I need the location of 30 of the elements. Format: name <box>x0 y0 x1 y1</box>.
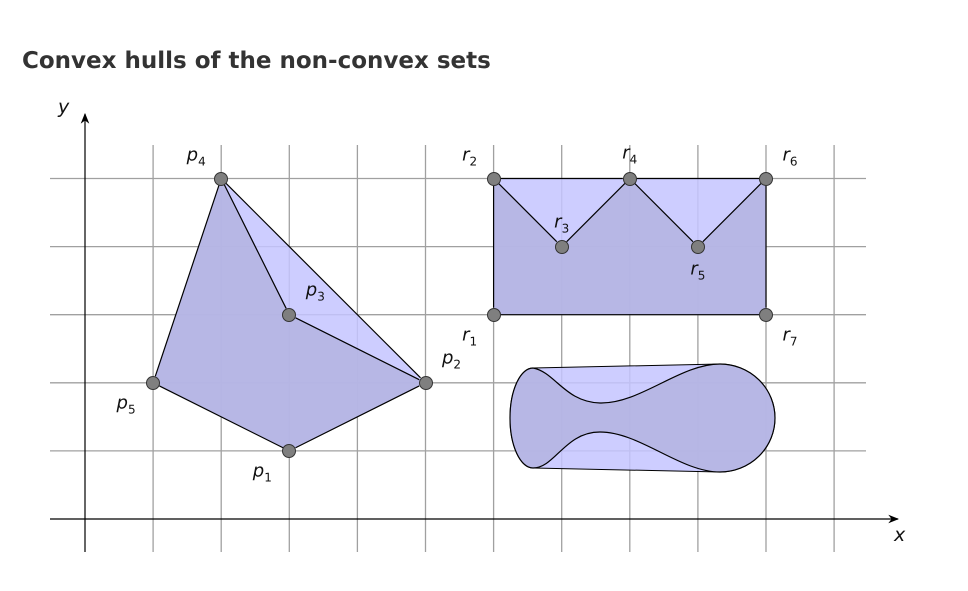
point-label: r$_{3}$ <box>554 213 570 234</box>
line-segment <box>634 183 694 242</box>
point-label: r$_{5}$ <box>690 260 706 281</box>
point-label: r$_{2}$ <box>462 146 478 167</box>
line-segment <box>159 385 284 448</box>
axis-label: x <box>894 526 906 545</box>
line-segment <box>702 183 762 242</box>
line-segment <box>498 183 558 242</box>
line-segment <box>154 184 220 376</box>
line-segment <box>765 186 767 308</box>
title: Convex hulls of the non-convex sets <box>22 48 491 74</box>
point-label: r$_{1}$ <box>462 326 478 347</box>
line-segment <box>224 184 287 309</box>
point-label: p$_{4}$ <box>186 146 206 167</box>
line-segment <box>295 385 420 448</box>
point-label: r$_{4}$ <box>622 144 638 165</box>
line-segment <box>226 183 421 378</box>
axis-label: y <box>58 98 70 117</box>
line-segment <box>566 183 626 242</box>
point-label: p$_{3}$ <box>306 281 325 302</box>
line-segment <box>295 317 420 380</box>
point-label: p$_{1}$ <box>252 462 272 484</box>
line-segment <box>500 314 759 316</box>
point-label: p$_{2}$ <box>442 350 462 370</box>
line-segment <box>500 178 623 180</box>
line-segment <box>636 178 759 180</box>
point-label: p$_{5}$ <box>116 394 136 416</box>
point-label: r$_{7}$ <box>782 326 798 347</box>
point-label: r$_{6}$ <box>782 146 798 167</box>
line-segment <box>493 186 494 308</box>
